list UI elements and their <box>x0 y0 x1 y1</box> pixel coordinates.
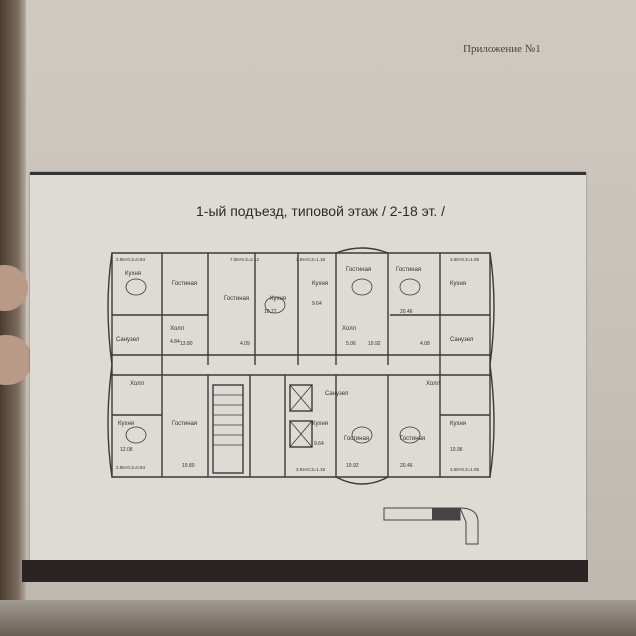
building-key-plan <box>383 507 479 545</box>
dimension-label: 7.06×0.3=2.12 <box>230 257 260 262</box>
room-label: Кухня <box>312 421 328 427</box>
area-value: 4.08 <box>420 341 430 347</box>
appendix-label: Приложение №1 <box>463 43 541 55</box>
room-label: Холл <box>170 326 185 332</box>
dimension-label: 3.56×0.3=1.06 <box>450 467 480 472</box>
dimension-label: 2.56×0.3=0.84 <box>116 465 146 470</box>
room-label: Гостиная <box>224 296 249 302</box>
room-label: Кухня <box>270 296 286 302</box>
area-value: 19.92 <box>346 463 359 469</box>
room-label: Кухня <box>312 281 328 287</box>
room-label: Холл <box>342 326 357 332</box>
room-label: Кухня <box>450 281 466 287</box>
area-value: 12.08 <box>120 447 133 453</box>
area-value: 20.46 <box>400 463 413 469</box>
area-value: 4.09 <box>240 341 250 347</box>
dimension-label: 3.56×0.3=1.06 <box>450 257 480 262</box>
floor-plan-sheet <box>30 172 586 572</box>
area-value: 19.92 <box>368 341 381 347</box>
dimension-label: 3.94×0.3=1.18 <box>296 467 326 472</box>
sheet-top-border <box>30 172 586 175</box>
room-label: Гостиная <box>396 267 421 273</box>
floor-plan-title: 1-ый подъезд, типовой этаж / 2-18 эт. / <box>196 203 445 219</box>
area-value: 4.84 <box>170 339 180 345</box>
area-value: 19.80 <box>182 463 195 469</box>
room-label: Гостиная <box>400 436 425 442</box>
room-label: Гостиная <box>172 281 197 287</box>
area-value: 13.80 <box>180 341 193 347</box>
room-label: Гостиная <box>172 421 197 427</box>
area-value: 10.96 <box>450 447 463 453</box>
dimension-label: 3.94×0.3=1.18 <box>296 257 326 262</box>
page-bottom-shadow <box>0 600 636 636</box>
room-label: Кухня <box>450 421 466 427</box>
area-value: 10.77 <box>264 309 277 315</box>
area-value: 5.06 <box>346 341 356 347</box>
room-label: Холл <box>130 381 145 387</box>
book-edge <box>0 0 26 636</box>
room-label: Гостиная <box>346 267 371 273</box>
area-value: 9.64 <box>312 301 322 307</box>
room-label: Кухня <box>118 421 134 427</box>
sheet-bottom-border <box>22 560 588 582</box>
room-label: Гостиная <box>344 436 369 442</box>
dimension-label: 2.56×0.3=0.84 <box>116 257 146 262</box>
room-label: Кухня <box>125 271 141 277</box>
room-label: Санузел <box>116 337 140 343</box>
room-label: Холл <box>426 381 441 387</box>
room-label: Санузел <box>325 391 349 397</box>
floor-plan-drawing: 2.56×0.3=0.84 7.06×0.3=2.12 3.94×0.3=1.1… <box>107 247 495 485</box>
room-label: Санузел <box>450 337 474 343</box>
area-value: 20.46 <box>400 309 413 315</box>
area-value: 9.64 <box>314 441 324 447</box>
